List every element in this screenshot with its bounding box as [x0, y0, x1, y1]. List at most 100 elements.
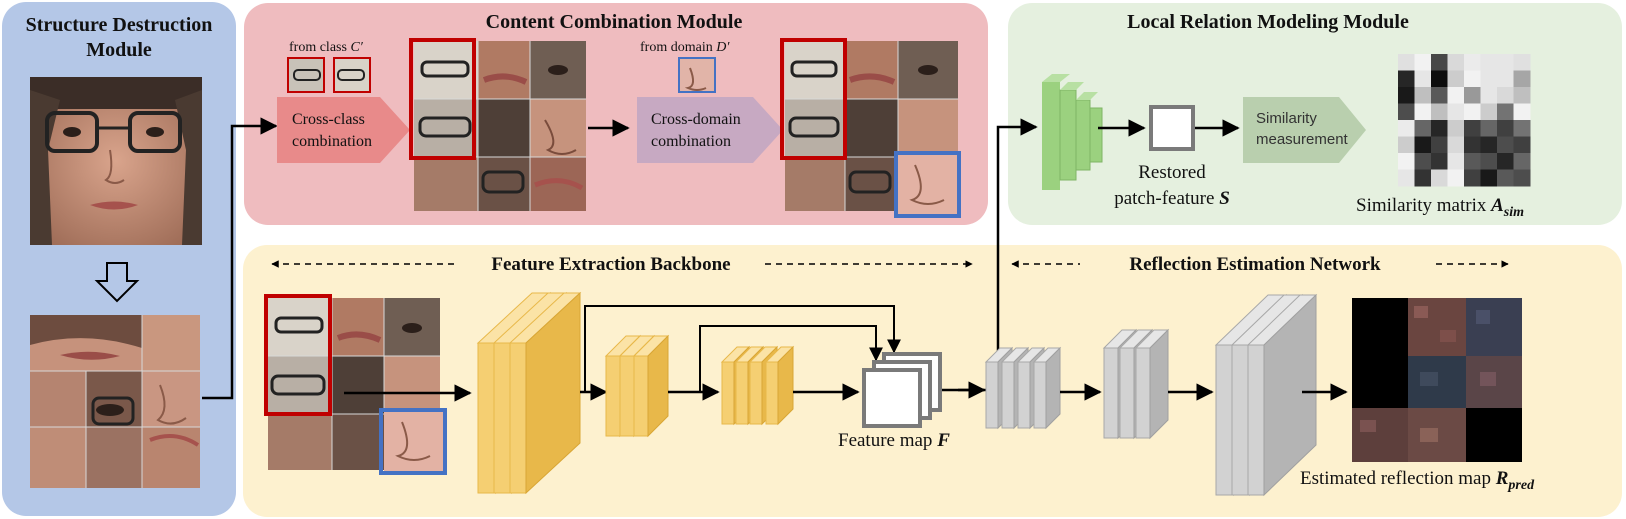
- structure-module-title: Structure Destruction: [26, 14, 213, 36]
- backbone-block-3: [720, 345, 795, 426]
- matrix-cell: [1497, 136, 1514, 154]
- reflection-block-1: [984, 346, 1062, 430]
- matrix-cell: [1414, 87, 1432, 104]
- feature-map-label: Feature map F: [838, 430, 950, 451]
- matrix-cell: [1398, 153, 1415, 170]
- matrix-cell: [1431, 70, 1448, 88]
- matrix-cell: [1513, 103, 1531, 121]
- backbone-block-2: [604, 334, 670, 438]
- svg-text:Cross-class: Cross-class: [292, 111, 365, 128]
- matrix-cell: [1480, 153, 1498, 170]
- matrix-cell: [1464, 120, 1481, 137]
- matrix-cell: [1513, 120, 1531, 137]
- matrix-cell: [1398, 120, 1415, 137]
- matrix-cell: [1464, 54, 1481, 71]
- combined-patches-grid-1: [409, 38, 586, 211]
- matrix-cell: [1480, 70, 1498, 88]
- matrix-cell: [1513, 153, 1531, 170]
- domain-patch-thumbnail: [678, 57, 716, 93]
- matrix-cell: [1480, 136, 1498, 154]
- matrix-cell: [1480, 103, 1498, 121]
- face-photo: [30, 77, 202, 245]
- matrix-cell: [1431, 87, 1448, 104]
- relation-module-title: Local Relation Modeling Module: [1127, 11, 1409, 33]
- matrix-cell: [1464, 153, 1481, 170]
- shuffled-patches: [30, 315, 200, 488]
- backbone-title: Feature Extraction Backbone: [491, 254, 730, 275]
- matrix-cell: [1398, 70, 1415, 88]
- down-arrow-icon: [94, 262, 140, 303]
- svg-text:Cross-domain: Cross-domain: [651, 111, 741, 128]
- matrix-cell: [1497, 87, 1514, 104]
- matrix-cell: [1480, 87, 1498, 104]
- matrix-cell: [1447, 120, 1465, 137]
- matrix-cell: [1414, 136, 1432, 154]
- matrix-cell: [1480, 169, 1498, 187]
- matrix-cell: [1447, 169, 1465, 187]
- matrix-cell: [1497, 70, 1514, 88]
- restored-label-2: patch-feature S: [1114, 188, 1230, 209]
- matrix-cell: [1414, 70, 1432, 88]
- matrix-cell: [1431, 136, 1448, 154]
- class-patch-thumbnails: [287, 57, 371, 93]
- matrix-cell: [1398, 87, 1415, 104]
- similarity-matrix: [1398, 54, 1531, 187]
- combined-patches-grid-2: [780, 38, 961, 218]
- connector-structure-out: [202, 117, 278, 400]
- matrix-cell: [1480, 54, 1498, 71]
- matrix-cell: [1513, 169, 1531, 187]
- matrix-cell: [1447, 70, 1465, 88]
- matrix-cell: [1464, 136, 1481, 154]
- matrix-cell: [1431, 54, 1448, 71]
- from-class-label: from class C′: [289, 40, 364, 55]
- svg-text:combination: combination: [651, 133, 731, 150]
- matrix-cell: [1497, 103, 1514, 121]
- green-conv-blocks: [1042, 74, 1103, 190]
- svg-text:Similarity: Similarity: [1256, 110, 1317, 127]
- matrix-cell: [1431, 120, 1448, 137]
- matrix-cell: [1447, 103, 1465, 121]
- matrix-cell: [1513, 54, 1531, 71]
- restored-label: Restored: [1138, 162, 1206, 183]
- matrix-cell: [1497, 153, 1514, 170]
- reflection-block-2: [1102, 328, 1170, 440]
- skip-connection-2: [699, 325, 883, 392]
- matrix-cell: [1431, 103, 1448, 121]
- matrix-cell: [1398, 136, 1415, 154]
- structure-module-title-2: Module: [86, 39, 152, 61]
- feature-map-stack: [862, 352, 942, 428]
- matrix-cell: [1464, 87, 1481, 104]
- matrix-cell: [1398, 103, 1415, 121]
- matrix-cell: [1513, 87, 1531, 104]
- svg-text:combination: combination: [292, 133, 372, 150]
- reflection-block-3: [1214, 293, 1318, 497]
- matrix-cell: [1513, 136, 1531, 154]
- matrix-cell: [1464, 103, 1481, 121]
- estimated-reflection-map: [1352, 298, 1522, 462]
- reflection-title: Reflection Estimation Network: [1129, 254, 1381, 275]
- matrix-cell: [1414, 153, 1432, 170]
- matrix-cell: [1447, 153, 1465, 170]
- matrix-cell: [1464, 70, 1481, 88]
- skip-connection-1: [584, 305, 901, 392]
- matrix-cell: [1497, 54, 1514, 71]
- matrix-cell: [1497, 169, 1514, 187]
- matrix-cell: [1398, 169, 1415, 187]
- input-patches: [264, 294, 447, 475]
- cross-domain-arrow: Cross-domain combination: [637, 97, 783, 163]
- svg-text:measurement: measurement: [1256, 131, 1349, 148]
- similarity-measurement-arrow: Similarity measurement: [1243, 97, 1366, 163]
- matrix-cell: [1447, 136, 1465, 154]
- matrix-cell: [1414, 120, 1432, 137]
- matrix-cell: [1414, 103, 1432, 121]
- restored-patch-feature-box: [1149, 105, 1195, 151]
- cross-class-arrow: Cross-class combination: [277, 97, 410, 163]
- matrix-cell: [1447, 54, 1465, 71]
- matrix-cell: [1431, 169, 1448, 187]
- matrix-cell: [1513, 70, 1531, 88]
- matrix-cell: [1431, 153, 1448, 170]
- matrix-cell: [1447, 87, 1465, 104]
- similarity-matrix-label: Similarity matrix Asim: [1356, 195, 1524, 220]
- matrix-cell: [1398, 54, 1415, 71]
